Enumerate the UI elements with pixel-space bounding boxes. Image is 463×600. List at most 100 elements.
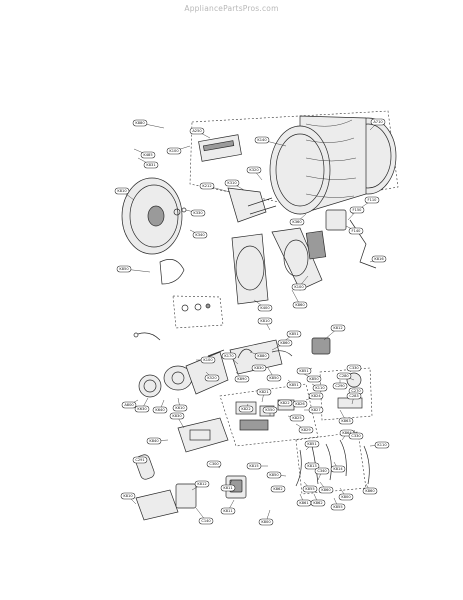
part-callout-tag: K212 bbox=[199, 182, 215, 190]
callout-oval bbox=[314, 467, 330, 475]
part-callout-tag: K821 bbox=[256, 388, 272, 396]
callout-oval bbox=[302, 485, 318, 493]
part-callout-tag: C283 bbox=[346, 392, 362, 400]
part-callout-tag: K800 bbox=[258, 518, 274, 526]
part-callout-tag: K830 bbox=[169, 412, 185, 420]
callout-label: K880 bbox=[257, 354, 267, 358]
part-callout-tag: K880 bbox=[132, 119, 148, 127]
callout-oval bbox=[121, 401, 137, 409]
callout-label: K850 bbox=[119, 267, 129, 271]
callout-label: C330 bbox=[349, 366, 359, 370]
bracket-assembly bbox=[159, 187, 377, 285]
callout-oval bbox=[140, 151, 156, 159]
part-callout-tag: K400 bbox=[257, 304, 273, 312]
callout-oval bbox=[336, 372, 352, 380]
callout-label: K851 bbox=[307, 442, 316, 446]
part-callout-tag: K810 bbox=[120, 492, 136, 500]
callout-label: K815 bbox=[249, 464, 258, 468]
callout-oval bbox=[192, 231, 208, 239]
callout-label: C270 bbox=[351, 389, 361, 393]
callout-oval bbox=[270, 485, 286, 493]
callout-oval bbox=[172, 404, 188, 412]
part-callout-tag: K310 bbox=[224, 179, 240, 187]
callout-oval bbox=[292, 301, 308, 309]
part-callout-tag: K851 bbox=[296, 367, 312, 375]
callout-oval bbox=[169, 412, 185, 420]
part-callout-tag: K812 bbox=[194, 480, 210, 488]
callout-oval bbox=[348, 227, 364, 235]
callout-oval bbox=[374, 441, 390, 449]
part-callout-tag: K811 bbox=[220, 484, 236, 492]
callout-label: K840 bbox=[149, 439, 159, 443]
callout-tags: K880K485K831K100K140A710A250K212K310K320… bbox=[114, 118, 390, 526]
callout-label: K811 bbox=[223, 509, 232, 513]
callout-label: C290 bbox=[335, 384, 345, 388]
part-callout-tag: K830 bbox=[251, 364, 267, 372]
callout-label: K860 bbox=[295, 303, 305, 307]
callout-oval bbox=[332, 382, 348, 390]
part-callout-tag: K840 bbox=[146, 437, 162, 445]
part-callout-tag: K850 bbox=[266, 374, 282, 382]
part-callout-tag: C290 bbox=[332, 382, 348, 390]
part-callout-tag: K826 bbox=[292, 400, 308, 408]
part-callout-tag: K550 bbox=[262, 406, 278, 414]
callout-label: K850 bbox=[269, 473, 279, 477]
part-callout-tag: K140 bbox=[254, 136, 270, 144]
callout-oval bbox=[277, 399, 293, 407]
part-callout-tag: F140 bbox=[348, 227, 364, 235]
part-callout-tag: K810 bbox=[257, 317, 273, 325]
callout-oval bbox=[199, 182, 215, 190]
callout-label: K855 bbox=[305, 487, 314, 491]
callout-oval bbox=[304, 440, 320, 448]
callout-oval bbox=[257, 304, 273, 312]
callout-oval bbox=[254, 136, 270, 144]
part-callout-tag: K100 bbox=[291, 283, 307, 291]
front-bulkhead bbox=[231, 227, 327, 305]
callout-label: F110 bbox=[368, 198, 378, 202]
part-callout-tag: K815 bbox=[246, 462, 262, 470]
callout-oval bbox=[277, 339, 293, 347]
part-callout-tag: K630 bbox=[134, 405, 150, 413]
callout-label: K831 bbox=[146, 163, 155, 167]
part-callout-tag: A250 bbox=[189, 127, 205, 135]
callout-label: K864 bbox=[342, 431, 352, 435]
hoses-and-pipes bbox=[295, 439, 370, 487]
duct-and-heater bbox=[135, 417, 247, 521]
callout-label: K812 bbox=[197, 482, 206, 486]
callout-oval bbox=[306, 375, 322, 383]
part-callout-tag: K862 bbox=[270, 485, 286, 493]
callout-label: K610 bbox=[175, 406, 185, 410]
callout-label: F140 bbox=[352, 229, 362, 233]
callout-label: K830 bbox=[172, 414, 182, 418]
callout-label: K814 bbox=[333, 467, 343, 471]
callout-label: K822 bbox=[280, 401, 289, 405]
callout-label: K810 bbox=[123, 494, 133, 498]
part-callout-tag: K170 bbox=[221, 352, 237, 360]
callout-label: K800 bbox=[341, 495, 351, 499]
part-callout-tag: K640 bbox=[152, 406, 168, 414]
callout-oval bbox=[308, 392, 324, 400]
belt-and-small-parts bbox=[133, 303, 211, 341]
callout-oval bbox=[189, 127, 205, 135]
callout-label: C300 bbox=[209, 462, 219, 466]
part-callout-tag: K110 bbox=[374, 441, 390, 449]
callout-oval bbox=[194, 480, 210, 488]
callout-label: K860 bbox=[280, 341, 290, 345]
callout-label: K550 bbox=[265, 408, 275, 412]
callout-oval bbox=[258, 518, 274, 526]
part-callout-tag: K110 bbox=[312, 384, 328, 392]
callout-label: K520 bbox=[207, 376, 217, 380]
callout-oval bbox=[114, 187, 130, 195]
callout-oval bbox=[190, 209, 206, 217]
callout-label: K862 bbox=[273, 487, 282, 491]
callout-oval bbox=[116, 265, 132, 273]
callout-label: K110 bbox=[315, 386, 325, 390]
callout-oval bbox=[220, 484, 236, 492]
callout-oval bbox=[308, 406, 324, 414]
callout-label: K851 bbox=[289, 383, 298, 387]
part-callout-tag: K855 bbox=[330, 503, 346, 511]
callout-label: C140 bbox=[201, 519, 211, 523]
callout-oval bbox=[224, 179, 240, 187]
